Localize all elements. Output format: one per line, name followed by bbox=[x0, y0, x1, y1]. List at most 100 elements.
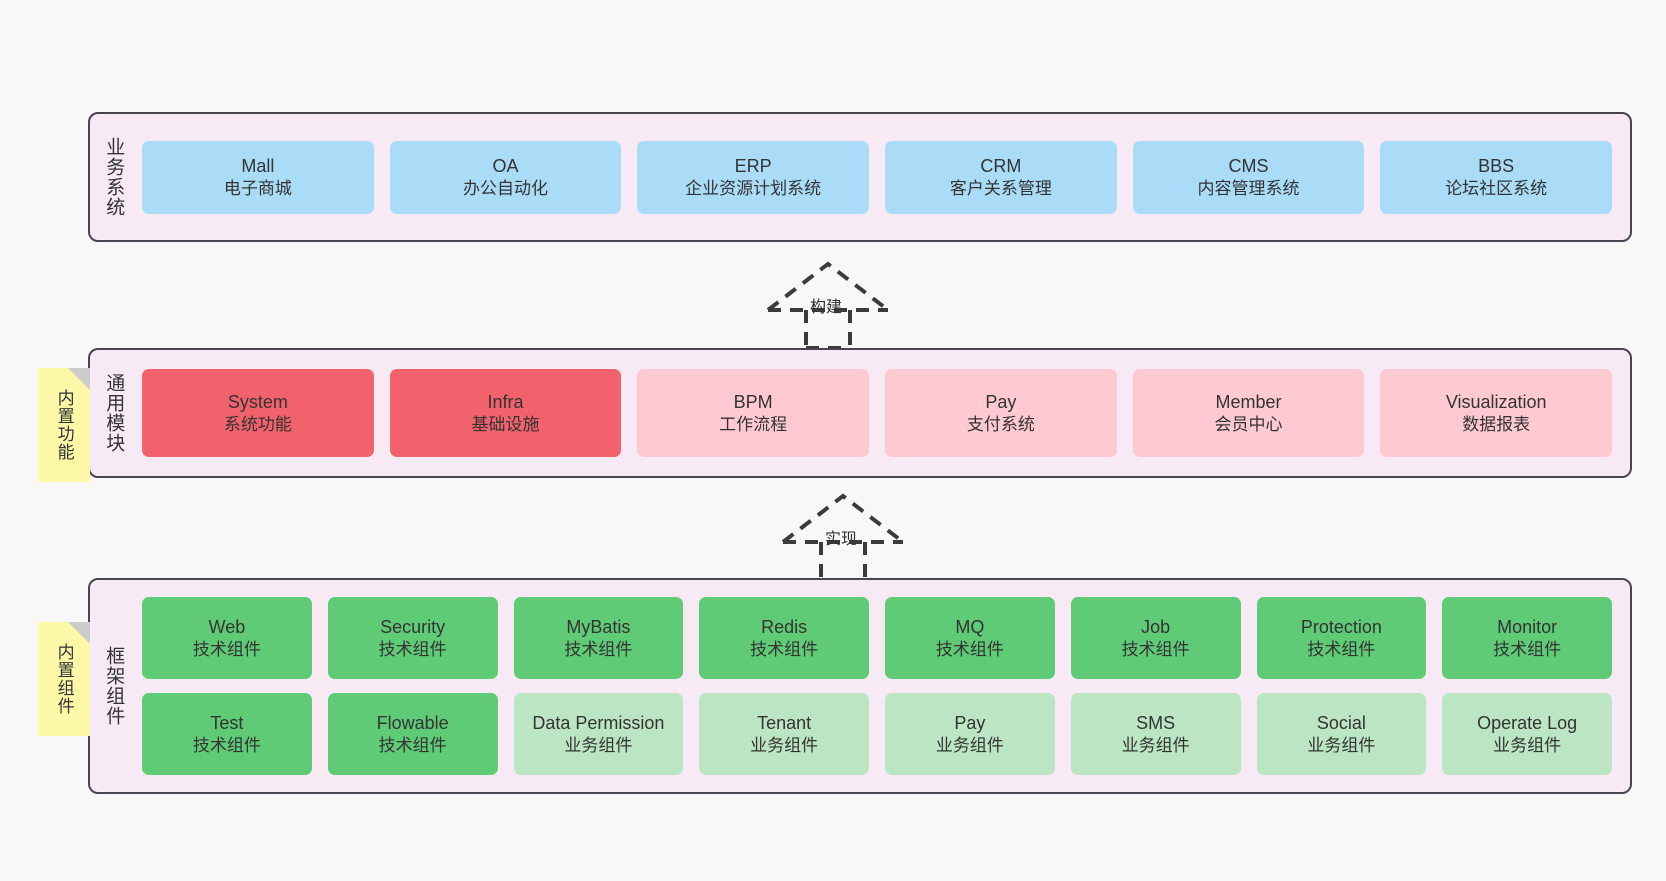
module-card-name: BPM bbox=[733, 391, 773, 412]
layer-row: Web 技术组件 Security 技术组件 MyBatis 技术组件 Redi… bbox=[142, 597, 1612, 679]
layer-title-framework-components: 框架组件 bbox=[103, 646, 125, 726]
arrow-label-implement: 实现 bbox=[825, 531, 858, 548]
module-card-desc: 企业资源计划系统 bbox=[685, 178, 822, 198]
module-card-oa[interactable]: OA 办公自动化 bbox=[389, 140, 622, 214]
module-card-operate-log[interactable]: Operate Log 业务组件 bbox=[1442, 693, 1612, 775]
module-card-test[interactable]: Test 技术组件 bbox=[142, 693, 312, 775]
layer-body-framework-components: Web 技术组件 Security 技术组件 MyBatis 技术组件 Redi… bbox=[136, 580, 1630, 792]
module-card-member[interactable]: Member 会员中心 bbox=[1132, 369, 1365, 457]
module-card-name: SMS bbox=[1136, 712, 1176, 733]
module-card-protection[interactable]: Protection 技术组件 bbox=[1256, 597, 1427, 679]
module-card-desc: 电子商城 bbox=[223, 178, 292, 198]
layer-row: Mall 电子商城 OA 办公自动化 ERP 企业资源计划系统 CRM 客户关系… bbox=[142, 140, 1613, 214]
sticky-note-builtin-functions: 内置功能 bbox=[38, 368, 90, 482]
module-card-name: Infra bbox=[487, 391, 524, 412]
module-card-desc: 基础设施 bbox=[471, 414, 540, 434]
module-card-desc: 工作流程 bbox=[719, 414, 788, 434]
module-card-system[interactable]: System 系统功能 bbox=[142, 369, 374, 457]
module-card-desc: 办公自动化 bbox=[463, 178, 548, 198]
module-card-name: Monitor bbox=[1497, 616, 1558, 637]
layer-business-systems: 业务系统 Mall 电子商城 OA 办公自动化 ERP 企业资源计划系统 CRM… bbox=[88, 112, 1632, 242]
sticky-note-label: 内置功能 bbox=[54, 389, 74, 461]
module-card-flowable[interactable]: Flowable 技术组件 bbox=[327, 693, 498, 775]
layer-body-common-modules: System 系统功能 Infra 基础设施 BPM 工作流程 Pay 支付系统… bbox=[136, 350, 1630, 476]
module-card-name: ERP bbox=[734, 155, 772, 176]
module-card-job[interactable]: Job 技术组件 bbox=[1070, 597, 1241, 679]
module-card-visualization[interactable]: Visualization 数据报表 bbox=[1380, 369, 1613, 457]
module-card-name: Redis bbox=[761, 616, 808, 637]
module-card-desc: 业务组件 bbox=[1493, 735, 1562, 755]
module-card-name: Pay bbox=[954, 712, 986, 733]
module-card-crm[interactable]: CRM 客户关系管理 bbox=[885, 140, 1117, 214]
module-card-security[interactable]: Security 技术组件 bbox=[327, 597, 498, 679]
module-card-bpm[interactable]: BPM 工作流程 bbox=[637, 369, 870, 457]
module-card-name: CRM bbox=[980, 155, 1022, 176]
module-card-tenant[interactable]: Tenant 业务组件 bbox=[699, 693, 869, 775]
module-card-bbs[interactable]: BBS 论坛社区系统 bbox=[1380, 140, 1613, 214]
module-card-mybatis[interactable]: MyBatis 技术组件 bbox=[513, 597, 684, 679]
module-card-name: System bbox=[227, 391, 288, 412]
module-card-infra[interactable]: Infra 基础设施 bbox=[389, 369, 622, 457]
module-card-name: CMS bbox=[1228, 155, 1269, 176]
module-card-social[interactable]: Social 业务组件 bbox=[1256, 693, 1427, 775]
module-card-name: Flowable bbox=[376, 712, 449, 733]
module-card-desc: 支付系统 bbox=[966, 414, 1035, 434]
arrow-label-build: 构建 bbox=[810, 299, 843, 316]
layer-body-business-systems: Mall 电子商城 OA 办公自动化 ERP 企业资源计划系统 CRM 客户关系… bbox=[136, 114, 1630, 240]
module-card-name: Tenant bbox=[757, 712, 812, 733]
module-card-desc: 业务组件 bbox=[935, 735, 1004, 755]
module-card-pay[interactable]: Pay 支付系统 bbox=[885, 369, 1117, 457]
module-card-name: Social bbox=[1316, 712, 1366, 733]
layer-row: System 系统功能 Infra 基础设施 BPM 工作流程 Pay 支付系统… bbox=[142, 369, 1613, 457]
module-card-name: Visualization bbox=[1445, 391, 1547, 412]
module-card-monitor[interactable]: Monitor 技术组件 bbox=[1442, 597, 1612, 679]
module-card-desc: 技术组件 bbox=[378, 735, 447, 755]
module-card-desc: 业务组件 bbox=[564, 735, 633, 755]
generalization-arrow-implement: 实现 bbox=[765, 490, 925, 582]
layer-framework-components: 框架组件 Web 技术组件 Security 技术组件 MyBatis 技术组件… bbox=[88, 578, 1632, 794]
module-card-name: MQ bbox=[955, 616, 985, 637]
module-card-name: OA bbox=[492, 155, 519, 176]
module-card-desc: 业务组件 bbox=[1121, 735, 1190, 755]
module-card-name: Protection bbox=[1300, 616, 1382, 637]
module-card-desc: 内容管理系统 bbox=[1197, 178, 1300, 198]
note-fold-corner-icon bbox=[68, 368, 90, 390]
module-card-desc: 技术组件 bbox=[935, 639, 1004, 659]
module-card-desc: 技术组件 bbox=[564, 639, 633, 659]
module-card-mq[interactable]: MQ 技术组件 bbox=[885, 597, 1055, 679]
module-card-desc: 技术组件 bbox=[750, 639, 819, 659]
module-card-name: Pay bbox=[985, 391, 1017, 412]
module-card-name: Member bbox=[1215, 391, 1282, 412]
module-card-desc: 系统功能 bbox=[223, 414, 292, 434]
module-card-cms[interactable]: CMS 内容管理系统 bbox=[1132, 140, 1365, 214]
module-card-name: BBS bbox=[1478, 155, 1515, 176]
layer-title-business-systems: 业务系统 bbox=[103, 137, 125, 217]
module-card-name: Mall bbox=[241, 155, 275, 176]
module-card-sms[interactable]: SMS 业务组件 bbox=[1070, 693, 1241, 775]
module-card-mall[interactable]: Mall 电子商城 bbox=[142, 140, 374, 214]
module-card-desc: 技术组件 bbox=[1121, 639, 1190, 659]
layer-common-modules: 通用模块 System 系统功能 Infra 基础设施 BPM 工作流程 Pay… bbox=[88, 348, 1632, 478]
module-card-desc: 技术组件 bbox=[1493, 639, 1562, 659]
module-card-data-permission[interactable]: Data Permission 业务组件 bbox=[513, 693, 684, 775]
module-card-name: Web bbox=[208, 616, 246, 637]
module-card-name: Data Permission bbox=[532, 712, 665, 733]
module-card-desc: 技术组件 bbox=[1307, 639, 1376, 659]
module-card-name: Operate Log bbox=[1477, 712, 1578, 733]
module-card-desc: 客户关系管理 bbox=[949, 178, 1052, 198]
note-fold-corner-icon bbox=[68, 622, 90, 644]
layer-title-common-modules: 通用模块 bbox=[103, 373, 125, 453]
module-card-pay-component[interactable]: Pay 业务组件 bbox=[885, 693, 1055, 775]
module-card-redis[interactable]: Redis 技术组件 bbox=[699, 597, 869, 679]
module-card-desc: 会员中心 bbox=[1214, 414, 1283, 434]
module-card-web[interactable]: Web 技术组件 bbox=[142, 597, 312, 679]
generalization-arrow-build: 构建 bbox=[750, 258, 910, 350]
module-card-erp[interactable]: ERP 企业资源计划系统 bbox=[637, 140, 870, 214]
module-card-desc: 技术组件 bbox=[192, 735, 261, 755]
layer-row: Test 技术组件 Flowable 技术组件 Data Permission … bbox=[142, 693, 1612, 775]
module-card-name: MyBatis bbox=[566, 616, 631, 637]
module-card-desc: 技术组件 bbox=[378, 639, 447, 659]
module-card-desc: 技术组件 bbox=[192, 639, 261, 659]
module-card-desc: 业务组件 bbox=[1307, 735, 1376, 755]
